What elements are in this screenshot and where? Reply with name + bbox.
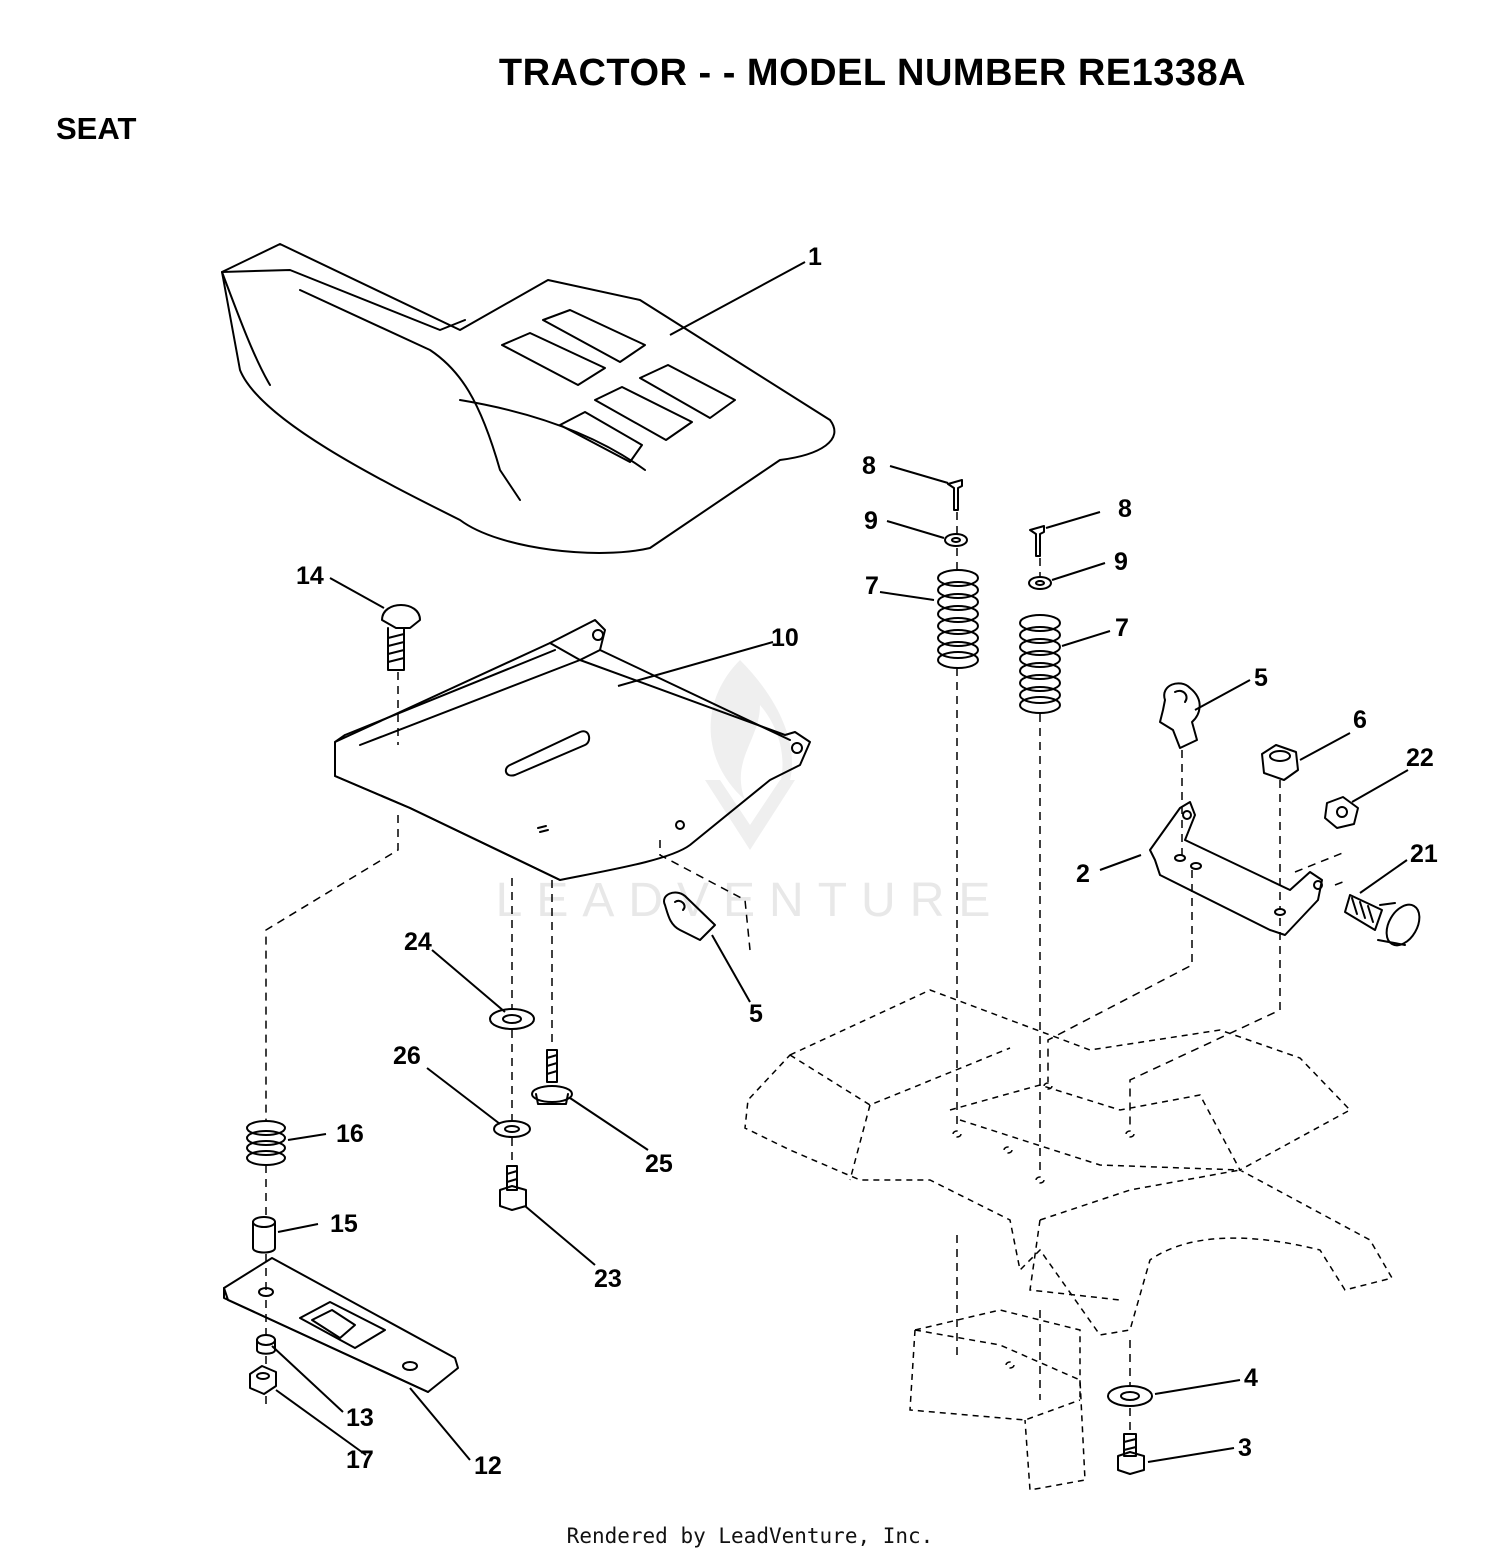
callout-17: 17 bbox=[346, 1446, 374, 1474]
hex-bolt-part bbox=[499, 1165, 527, 1211]
bushing-part bbox=[256, 1334, 276, 1355]
seat-plate-part bbox=[223, 1257, 459, 1393]
seat-bracket-part bbox=[1149, 801, 1323, 936]
callout-7-left: 7 bbox=[865, 572, 879, 600]
callout-6: 6 bbox=[1353, 706, 1367, 734]
watermark-logo bbox=[705, 660, 795, 850]
callout-2: 2 bbox=[1076, 860, 1090, 888]
frame-bolt-part bbox=[1117, 1433, 1145, 1475]
lock-washer-part bbox=[493, 1120, 531, 1138]
callout-3: 3 bbox=[1238, 1434, 1252, 1462]
callout-5-right: 5 bbox=[1254, 664, 1268, 692]
callout-9-right: 9 bbox=[1114, 548, 1128, 576]
callout-24: 24 bbox=[404, 928, 432, 956]
callout-9-left: 9 bbox=[864, 507, 878, 535]
callout-10: 10 bbox=[771, 624, 799, 652]
seat-part bbox=[221, 243, 836, 554]
spring-right-part bbox=[1019, 614, 1061, 714]
callout-26: 26 bbox=[393, 1042, 421, 1070]
page-title: TRACTOR - - MODEL NUMBER RE1338A bbox=[498, 52, 1247, 94]
callout-4: 4 bbox=[1244, 1364, 1258, 1392]
spring-left-part bbox=[937, 569, 979, 669]
callout-21: 21 bbox=[1410, 840, 1438, 868]
callout-14: 14 bbox=[296, 562, 324, 590]
flange-bolt-part bbox=[531, 1049, 573, 1105]
shoulder-bolt-part bbox=[1344, 894, 1421, 947]
callout-15: 15 bbox=[330, 1210, 358, 1238]
clip-part bbox=[663, 682, 1201, 941]
callout-22: 22 bbox=[1406, 744, 1434, 772]
nut-part bbox=[1324, 796, 1359, 829]
callout-8-left: 8 bbox=[862, 452, 876, 480]
callout-12: 12 bbox=[474, 1452, 502, 1480]
leader-lines bbox=[271, 261, 1409, 1463]
spacer-part bbox=[252, 1216, 276, 1254]
seat-pan-part bbox=[334, 619, 811, 881]
frame-washer-part bbox=[1107, 1385, 1153, 1407]
carriage-bolt-part bbox=[381, 604, 421, 671]
callout-5-left: 5 bbox=[749, 1000, 763, 1028]
callout-23: 23 bbox=[594, 1265, 622, 1293]
callout-1: 1 bbox=[808, 243, 822, 271]
compression-spring-part bbox=[246, 1120, 286, 1166]
callout-8-right: 8 bbox=[1118, 495, 1132, 523]
flat-washer-part bbox=[489, 1008, 535, 1030]
watermark-text: LEADVENTURE bbox=[496, 874, 1005, 927]
center-lines bbox=[265, 512, 1349, 1432]
callout-13: 13 bbox=[346, 1404, 374, 1432]
tractor-frame-phantom bbox=[744, 989, 1394, 1491]
flange-nut-part bbox=[249, 1365, 277, 1395]
callout-16: 16 bbox=[336, 1120, 364, 1148]
footer-credit: Rendered by LeadVenture, Inc. bbox=[566, 1524, 934, 1548]
callout-7-right: 7 bbox=[1115, 614, 1129, 642]
callout-labels: 1 2 3 4 5 5 6 7 7 8 8 9 9 10 12 13 14 15… bbox=[296, 243, 1438, 1480]
callout-25: 25 bbox=[645, 1150, 673, 1178]
section-title: SEAT bbox=[56, 111, 137, 146]
lock-nut-part bbox=[1261, 744, 1299, 781]
pin-part bbox=[947, 479, 1045, 557]
